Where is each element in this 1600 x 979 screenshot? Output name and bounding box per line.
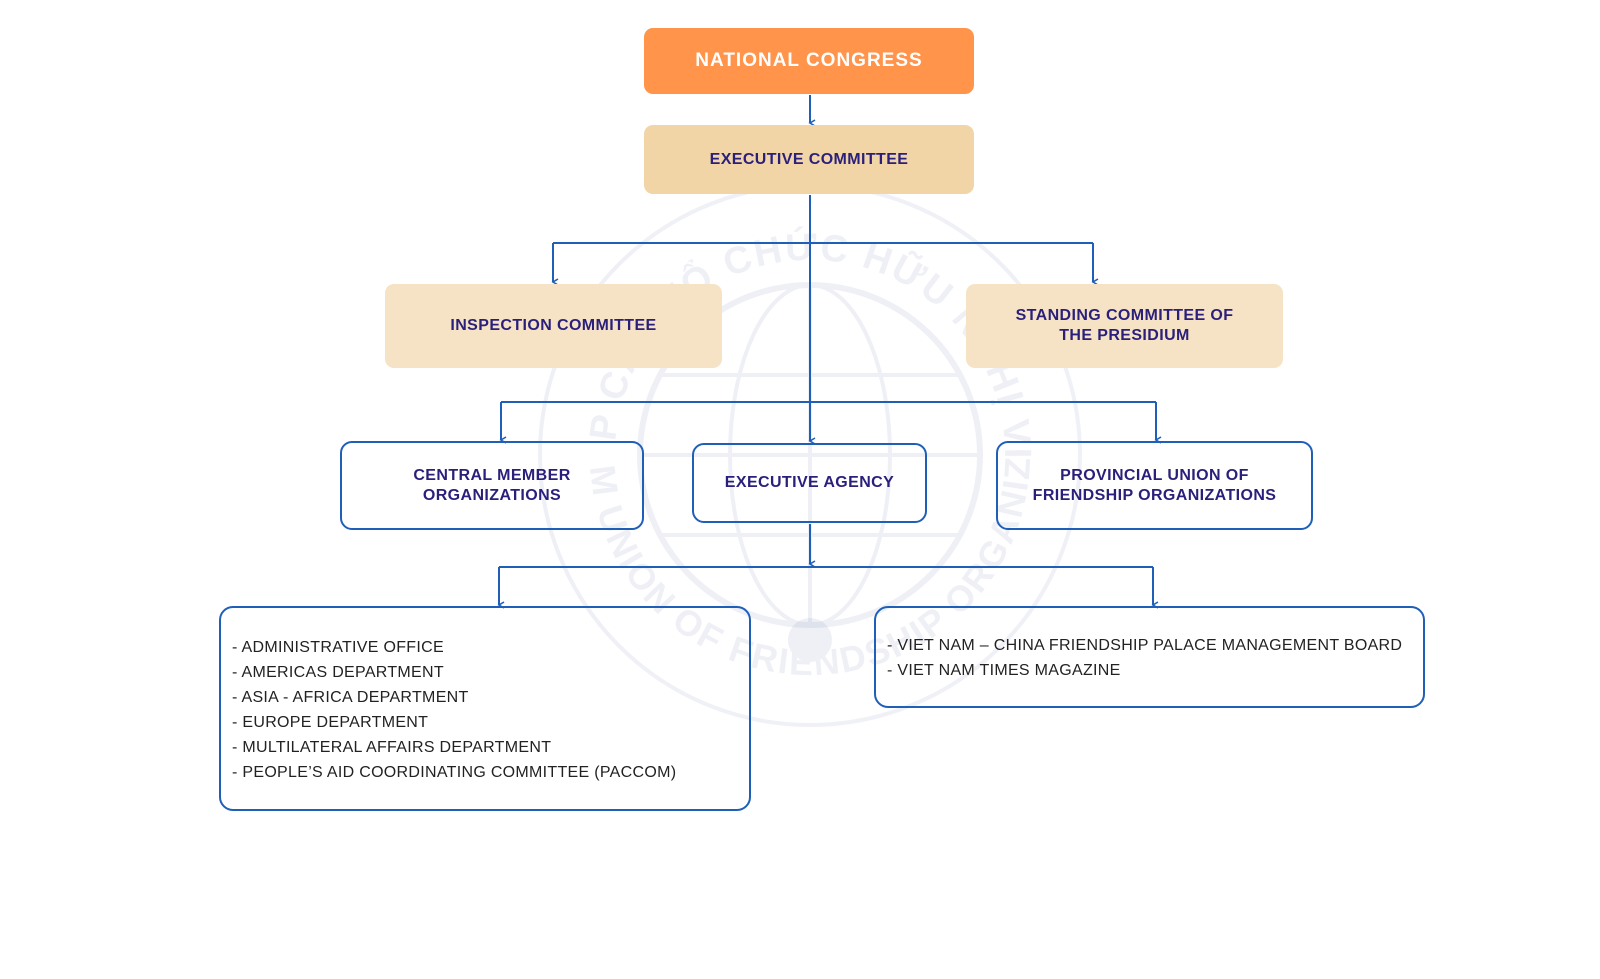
list-item: - ADMINISTRATIVE OFFICE [232,639,444,656]
departments-box: - ADMINISTRATIVE OFFICE - AMERICAS DEPAR… [219,606,751,811]
departments-list: - ADMINISTRATIVE OFFICE - AMERICAS DEPAR… [232,635,749,785]
list-item: - VIET NAM TIMES MAGAZINE [887,662,1121,679]
central-member-organizations-node: CENTRAL MEMBER ORGANIZATIONS [340,441,644,530]
list-item: - EUROPE DEPARTMENT [232,714,429,731]
affiliates-box: - VIET NAM – CHINA FRIENDSHIP PALACE MAN… [874,606,1425,708]
standing-committee-node: STANDING COMMITTEE OF THE PRESIDIUM [966,284,1283,368]
list-item: - VIET NAM – CHINA FRIENDSHIP PALACE MAN… [887,637,1403,654]
provincial-union-node: PROVINCIAL UNION OF FRIENDSHIP ORGANIZAT… [996,441,1313,530]
list-item: - MULTILATERAL AFFAIRS DEPARTMENT [232,739,552,756]
executive-agency-node: EXECUTIVE AGENCY [692,443,927,523]
inspection-committee-node: INSPECTION COMMITTEE [385,284,722,368]
list-item: - PEOPLE’S AID COORDINATING COMMITTEE (P… [232,764,677,781]
list-item: - AMERICAS DEPARTMENT [232,664,444,681]
affiliates-list: - VIET NAM – CHINA FRIENDSHIP PALACE MAN… [887,633,1423,683]
list-item: - ASIA - AFRICA DEPARTMENT [232,689,469,706]
executive-committee-node: EXECUTIVE COMMITTEE [644,125,974,194]
national-congress-node: NATIONAL CONGRESS [644,28,974,94]
